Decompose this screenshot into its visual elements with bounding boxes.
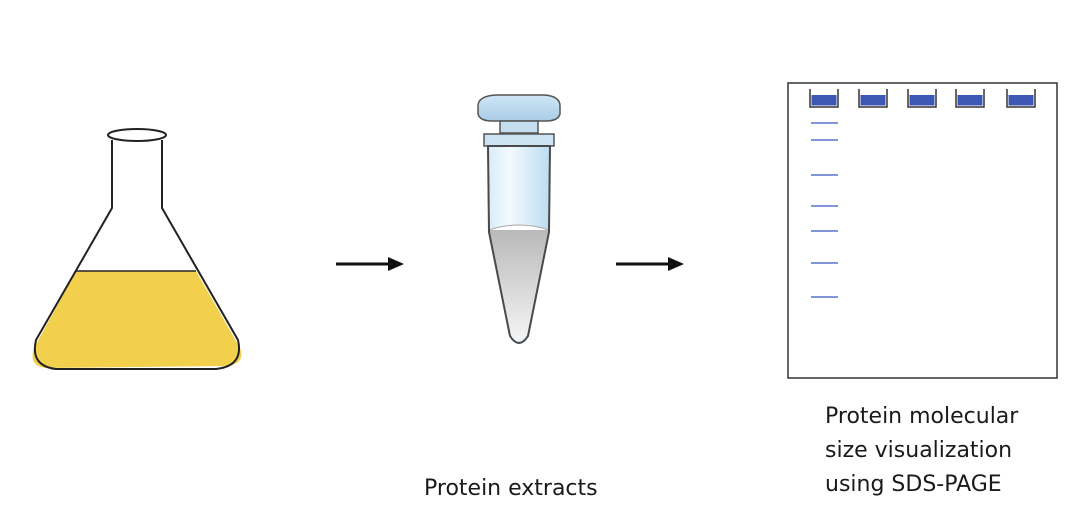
gel-wells xyxy=(809,89,1036,108)
flask-outline xyxy=(34,140,240,370)
tube-cap xyxy=(477,94,561,122)
tube-liquid xyxy=(489,230,549,340)
arrow-1 xyxy=(336,257,404,271)
gel-well xyxy=(1006,89,1036,108)
sds-page-caption: Protein molecular size visualization usi… xyxy=(825,400,1018,502)
arrow-2 xyxy=(616,257,684,271)
tube-meniscus xyxy=(488,224,550,231)
sds-caption-line-2: size visualization xyxy=(825,438,1013,463)
tube-collar xyxy=(483,133,555,147)
sds-page-gel xyxy=(787,82,1058,379)
gel-well xyxy=(955,89,985,108)
tube-hinge xyxy=(499,120,539,134)
flask-culture xyxy=(32,128,242,370)
flask-liquid xyxy=(32,271,242,368)
tube-body-outline xyxy=(486,145,552,344)
microtube-extract xyxy=(477,94,561,344)
sds-caption-line-1: Protein molecular xyxy=(825,404,1019,429)
gel-ladder xyxy=(811,122,838,298)
gel-well xyxy=(907,89,937,108)
protein-extracts-caption: Protein extracts xyxy=(424,476,598,501)
flask-rim xyxy=(107,128,167,142)
gel-well xyxy=(858,89,888,108)
gel-well xyxy=(809,89,839,108)
sds-caption-line-3: using SDS-PAGE xyxy=(825,472,1002,497)
